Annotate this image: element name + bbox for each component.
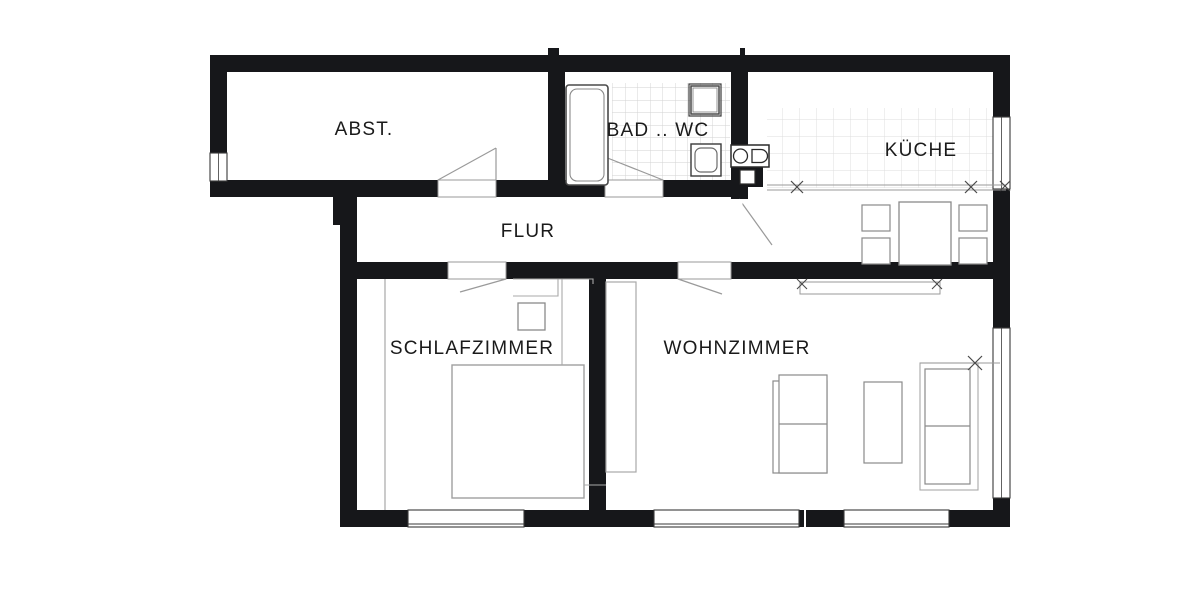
wall-right-kitchen-upper [993, 55, 1010, 117]
kitchen-fixtures [730, 144, 1011, 295]
door-flur-kitchen [737, 198, 773, 262]
wall-right-mid [993, 188, 1010, 328]
dining-table-icon [898, 201, 952, 266]
wall-bottom-abst-right [496, 180, 555, 197]
chair-icon-3 [958, 204, 988, 232]
bedroom-closet-inner [513, 279, 559, 297]
wall-bottom-right [949, 510, 1010, 527]
wall-left-abst-upper [210, 55, 227, 153]
kitchen-tile-backsplash [767, 108, 1010, 188]
wall-bottom-bath-right [663, 180, 748, 197]
nightstand-icon [517, 302, 546, 331]
sofa-left-icon [772, 374, 828, 474]
window-living-bottom-2 [843, 509, 950, 528]
doors [437, 147, 773, 295]
wall-flur-left [340, 197, 357, 272]
coffee-table-icon [863, 381, 903, 464]
kitchen-radiator-markers [790, 180, 1011, 194]
wall-top-abst [210, 55, 555, 72]
bathtub-icon [565, 84, 609, 186]
bedroom-closet-outline [513, 278, 594, 284]
window-living-bottom-1 [653, 509, 800, 528]
wall-flur-bottom-left [340, 262, 448, 279]
window-living-right [992, 327, 1011, 499]
toilet-icon [690, 143, 722, 177]
chair-icon-1 [861, 204, 891, 232]
window-bedroom-bottom [407, 509, 525, 528]
wall-abst-bath-divider [548, 55, 565, 197]
living-radiator-marker [920, 355, 1000, 371]
kitchen-counter-detail [739, 169, 756, 185]
wall-left-bedroom [340, 262, 357, 524]
wall-bottom-bedroom-left [340, 510, 408, 527]
wall-top-kitchen [740, 55, 992, 72]
window-kitchen-right [992, 116, 1011, 190]
room-label-kueche: KÜCHE [885, 140, 958, 161]
door-abst-flur [437, 147, 497, 198]
room-labels: ABST. BAD .. WC KÜCHE FLUR SCHLAFZIMMER … [335, 119, 958, 359]
living-shelf-icon [605, 281, 637, 473]
door-bath-flur [604, 156, 664, 198]
bathroom-fixtures [565, 83, 722, 186]
door-flur-living [677, 261, 732, 295]
room-label-flur: FLUR [501, 221, 555, 242]
chair-icon-2 [861, 237, 891, 265]
wall-bottom-mullion [799, 510, 804, 527]
chair-icon-4 [958, 237, 988, 265]
wall-bottom-living-mid [806, 510, 844, 527]
bed-icon [451, 364, 585, 499]
wall-top-bath [555, 55, 740, 72]
kitchen-sink-icon [730, 144, 770, 168]
wall-bottom-mid [524, 510, 654, 527]
windows [209, 116, 1011, 528]
living-room-furniture [605, 281, 1000, 491]
walls [210, 48, 1010, 527]
bedroom-furniture [384, 278, 606, 510]
washing-machine-icon [688, 83, 722, 117]
room-label-wohnzimmer: WOHNZIMMER [663, 338, 810, 359]
sofa-right-icon [919, 362, 979, 491]
wall-bottom-abst-left [210, 180, 438, 197]
wall-bath-kitchen-stub [731, 187, 748, 199]
wall-flur-bottom-right [731, 262, 993, 279]
wall-bedroom-living-divider [589, 262, 606, 524]
door-flur-bedroom [447, 261, 507, 293]
window-abst-left [209, 152, 228, 182]
kitchen-radiator [796, 278, 943, 295]
room-label-bad-wc: BAD .. WC [607, 120, 710, 141]
room-label-abst: ABST. [335, 119, 394, 140]
room-label-schlafzimmer: SCHLAFZIMMER [390, 338, 554, 359]
